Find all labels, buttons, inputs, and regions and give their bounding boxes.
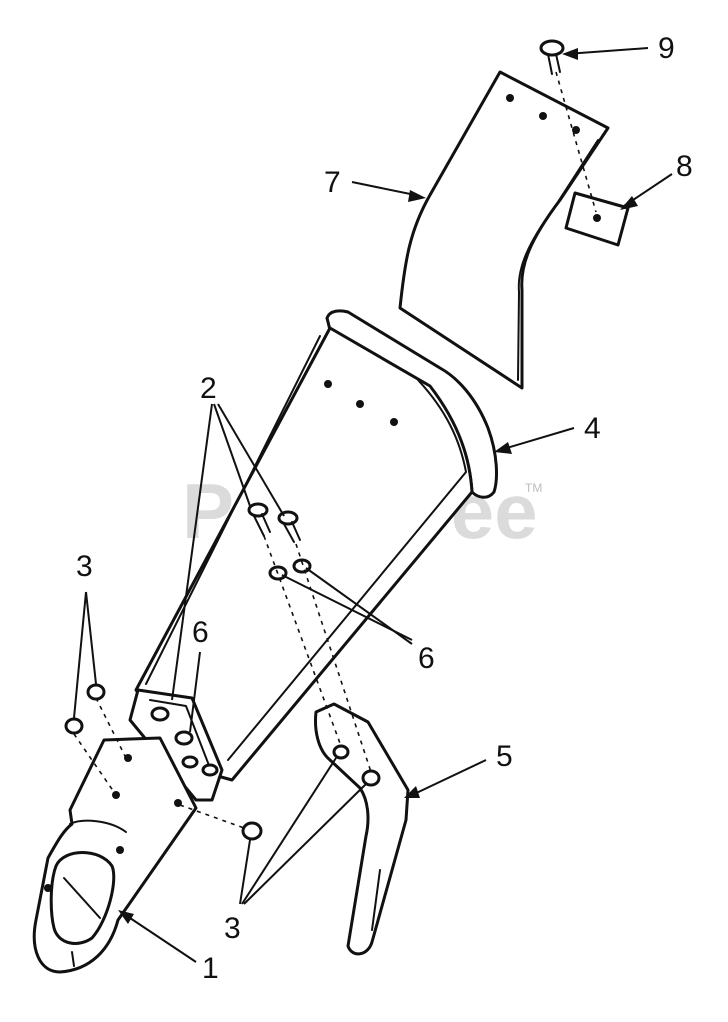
bolts [247,502,301,543]
leader-lines [73,47,673,963]
callout-8: 8 [676,150,693,183]
carriage-bolt [539,39,597,213]
callout-4: 4 [584,412,601,445]
callout-5: 5 [496,740,513,773]
deflector-handle-tab [564,191,630,247]
discharge-chute-body [134,326,474,782]
callout-1: 1 [202,952,219,985]
watermark-trademark: TM [525,481,542,495]
callout-9: 9 [658,32,675,65]
callout-6-right: 6 [418,642,435,675]
callout-labels: 9 7 8 2 4 3 6 6 5 3 1 [76,32,693,985]
deflector-plate [398,70,610,390]
chute-base-flange [128,688,224,802]
callout-7: 7 [324,166,341,199]
chute-adapter-base [32,736,198,974]
callout-3-bottom: 3 [224,912,241,945]
callout-3-top: 3 [76,550,93,583]
callout-2: 2 [200,372,217,405]
callout-6-left: 6 [192,616,209,649]
assembly-lines [73,535,372,829]
